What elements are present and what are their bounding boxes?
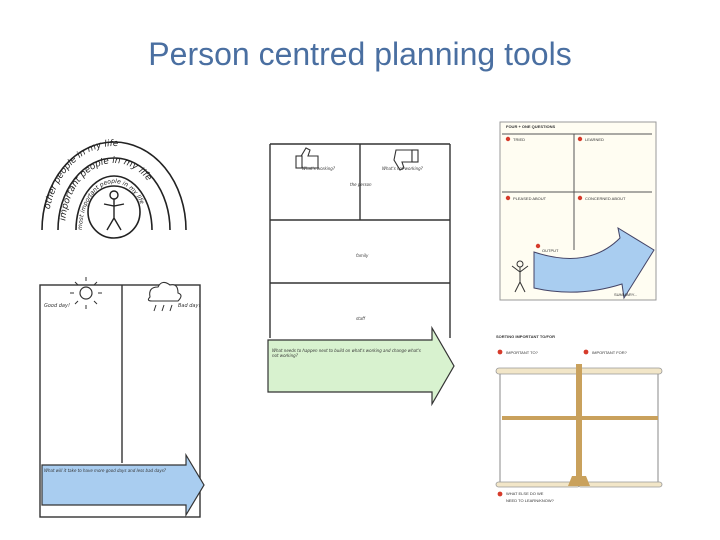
balance-scale-icon xyxy=(495,364,663,488)
important-to-label: IMPORTANT TO? xyxy=(506,350,538,355)
row-label-staff: staff xyxy=(356,316,365,321)
row-label-family: family xyxy=(356,253,369,258)
bad-day-label: Bad day! xyxy=(178,303,201,309)
thumbs-up-icon xyxy=(295,147,319,169)
person-figure-icon xyxy=(511,260,529,293)
relationship-arches-drawing: other people in my life important people… xyxy=(41,139,187,239)
sorting-footer-line2: NEED TO LEARN/KNOW? xyxy=(506,498,554,503)
four-plus-one-tool: FOUR + ONE QUESTIONS TRIED LEARNED PLEAS… xyxy=(498,120,658,302)
four-plus-one-title: FOUR + ONE QUESTIONS xyxy=(506,124,556,129)
thumbs-down-icon xyxy=(393,149,419,171)
cell-label-concerned: CONCERNED ABOUT xyxy=(585,196,626,201)
good-bad-day-tool: Good day! Bad day! What will it take to … xyxy=(38,275,208,520)
cell-label-tried: TRIED xyxy=(513,137,525,142)
sorting-footer-line1: WHAT ELSE DO WE xyxy=(506,491,544,496)
working-not-working-arrow xyxy=(267,325,455,407)
sorting-title: SORTING IMPORTANT TO/FOR xyxy=(496,334,555,339)
four-plus-one-arrow xyxy=(533,226,655,300)
good-bad-day-arrow xyxy=(41,452,205,518)
sun-icon xyxy=(70,277,102,309)
important-for-label: IMPORTANT FOR? xyxy=(592,350,627,355)
good-day-label: Good day! xyxy=(44,303,70,309)
four-plus-one-footer: SUMMARY... xyxy=(614,292,638,297)
row-label-person: the person xyxy=(350,182,372,187)
good-bad-day-arrow-text: What will it take to have more good days… xyxy=(44,468,166,473)
working-label: What's working? xyxy=(302,166,335,171)
sorting-important-tool: SORTING IMPORTANT TO/FOR IMPORTANT TO? I… xyxy=(490,330,670,518)
relationship-circle-tool: other people in my life important people… xyxy=(34,118,194,253)
cell-label-learned: LEARNED xyxy=(585,137,604,142)
working-not-working-tool: What's working? What's not working? the … xyxy=(262,128,460,408)
not-working-label: What's not working? xyxy=(382,166,423,171)
slide-title: Person centred planning tools xyxy=(148,36,572,72)
rain-cloud-icon xyxy=(147,281,182,312)
working-arrow-text: What needs to happen next to build on wh… xyxy=(272,348,421,358)
arrow-label-output: OUTPUT xyxy=(542,248,559,253)
cell-label-pleased: PLEASED ABOUT xyxy=(513,196,547,201)
